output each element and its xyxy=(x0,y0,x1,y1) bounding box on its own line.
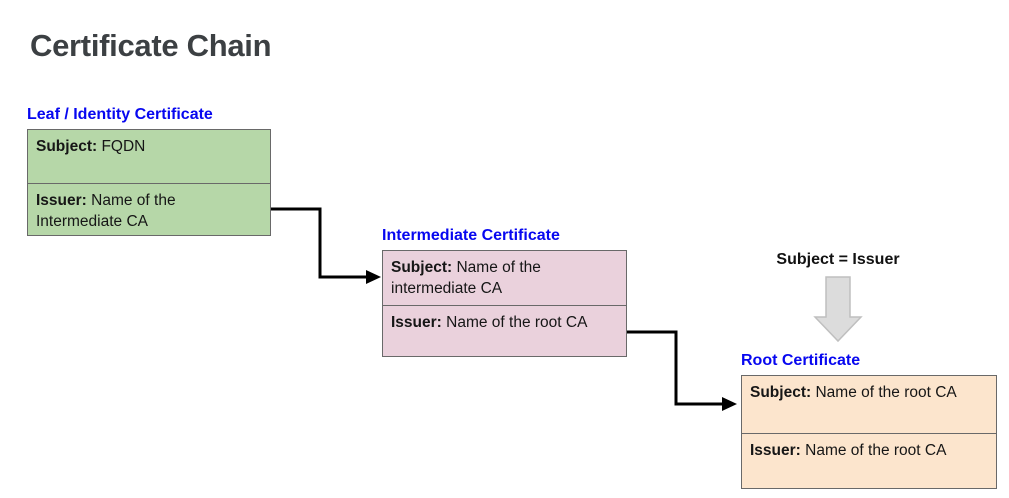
down-block-arrow-icon xyxy=(813,276,863,343)
subject-equals-issuer-annotation: Subject = Issuer xyxy=(776,251,900,268)
leaf-certificate-box: Subject: FQDN Issuer: Name of the Interm… xyxy=(27,129,271,236)
intermediate-certificate-group: Intermediate Certificate Subject: Name o… xyxy=(382,227,627,357)
intermediate-issuer-value: Name of the root CA xyxy=(446,314,588,331)
root-subject-row: Subject: Name of the root CA xyxy=(742,376,996,433)
leaf-subject-value: FQDN xyxy=(101,138,146,155)
root-certificate-label: Root Certificate xyxy=(741,352,861,369)
leaf-certificate-label: Leaf / Identity Certificate xyxy=(27,106,213,123)
root-subject-key: Subject: xyxy=(750,384,812,401)
root-issuer-row: Issuer: Name of the root CA xyxy=(742,433,996,488)
intermediate-subject-row: Subject: Name of the intermediate CA xyxy=(383,251,626,305)
leaf-certificate-group: Leaf / Identity Certificate Subject: FQD… xyxy=(27,106,271,236)
leaf-to-intermediate-arrow-line xyxy=(271,207,367,279)
intermediate-certificate-box: Subject: Name of the intermediate CA Iss… xyxy=(382,250,627,357)
root-certificate-box: Subject: Name of the root CA Issuer: Nam… xyxy=(741,375,997,489)
root-certificate-group: Root Certificate Subject: Name of the ro… xyxy=(741,352,997,489)
intermediate-subject-key: Subject: xyxy=(391,259,453,276)
intermediate-subject-value: Name of the intermediate CA xyxy=(391,259,541,297)
leaf-issuer-value: Name of the Intermediate CA xyxy=(36,192,176,230)
intermediate-issuer-key: Issuer: xyxy=(391,314,442,331)
page-title: Certificate Chain xyxy=(30,28,272,63)
root-issuer-value: Name of the root CA xyxy=(805,442,947,459)
leaf-issuer-key: Issuer: xyxy=(36,192,87,209)
root-issuer-key: Issuer: xyxy=(750,442,801,459)
root-subject-value: Name of the root CA xyxy=(815,384,957,401)
leaf-to-intermediate-arrowhead-icon xyxy=(366,270,381,284)
leaf-subject-key: Subject: xyxy=(36,138,98,155)
intermediate-to-root-arrow-line xyxy=(627,330,723,406)
leaf-subject-row: Subject: FQDN xyxy=(28,130,270,183)
intermediate-certificate-label: Intermediate Certificate xyxy=(382,227,560,244)
intermediate-to-root-arrowhead-icon xyxy=(722,397,737,411)
leaf-issuer-row: Issuer: Name of the Intermediate CA xyxy=(28,183,270,235)
intermediate-issuer-row: Issuer: Name of the root CA xyxy=(383,305,626,356)
